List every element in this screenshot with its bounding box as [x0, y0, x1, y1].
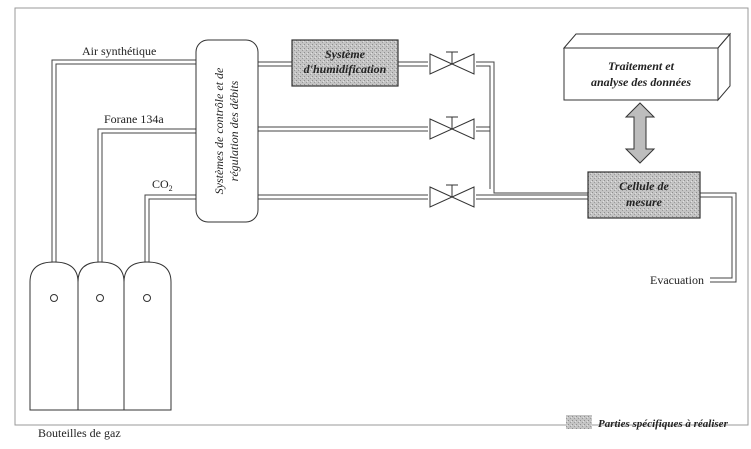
data-exchange-arrow — [624, 102, 656, 164]
gas-bottle-1 — [29, 261, 79, 411]
bottles-caption: Bouteilles de gaz — [38, 426, 121, 440]
pipe-controller-valve-2 — [258, 126, 428, 132]
gas-label-forane: Forane 134a — [104, 112, 164, 126]
humidifier-box — [291, 39, 399, 87]
pipe-air — [51, 59, 196, 300]
processing-label-line2: analyse des données — [591, 75, 691, 89]
gas-bottle-3 — [123, 261, 172, 411]
cell-label-line2: mesure — [626, 195, 663, 209]
valve-1 — [429, 51, 475, 75]
co2-prefix: CO — [152, 177, 169, 191]
data-processing-box — [562, 32, 732, 102]
humidifier-label-line1: Système — [325, 47, 366, 61]
processing-label-line1: Traitement et — [608, 59, 675, 73]
humidifier-label-line2: d'humidification — [304, 62, 387, 76]
valve-3 — [429, 184, 475, 208]
pipe-evacuation — [700, 192, 737, 283]
gas-label-co2: CO2 — [152, 177, 173, 193]
measurement-cell-box — [587, 171, 701, 219]
pipe-humidifier-valve — [398, 61, 428, 67]
pipe-controller-humidifier — [258, 61, 292, 67]
legend-swatch — [566, 415, 592, 429]
pipe-controller-valve-3 — [258, 194, 428, 200]
co2-subscript: 2 — [169, 184, 173, 193]
valve-2 — [429, 116, 475, 140]
figure-frame — [14, 7, 749, 426]
pipe-valves-to-cell — [476, 61, 588, 200]
gas-bottle-2 — [77, 261, 125, 411]
flow-controller-box — [195, 39, 259, 223]
evacuation-label: Evacuation — [650, 273, 704, 287]
controller-label-line1: Systèmes de contrôle et de — [212, 67, 226, 194]
cell-label-line1: Cellule de — [619, 179, 669, 193]
legend-label: Parties spécifiques à réaliser — [598, 418, 729, 430]
pipe-forane — [97, 128, 196, 300]
gas-label-air: Air synthétique — [82, 44, 156, 58]
controller-label-line2: régulation des débits — [227, 80, 241, 181]
